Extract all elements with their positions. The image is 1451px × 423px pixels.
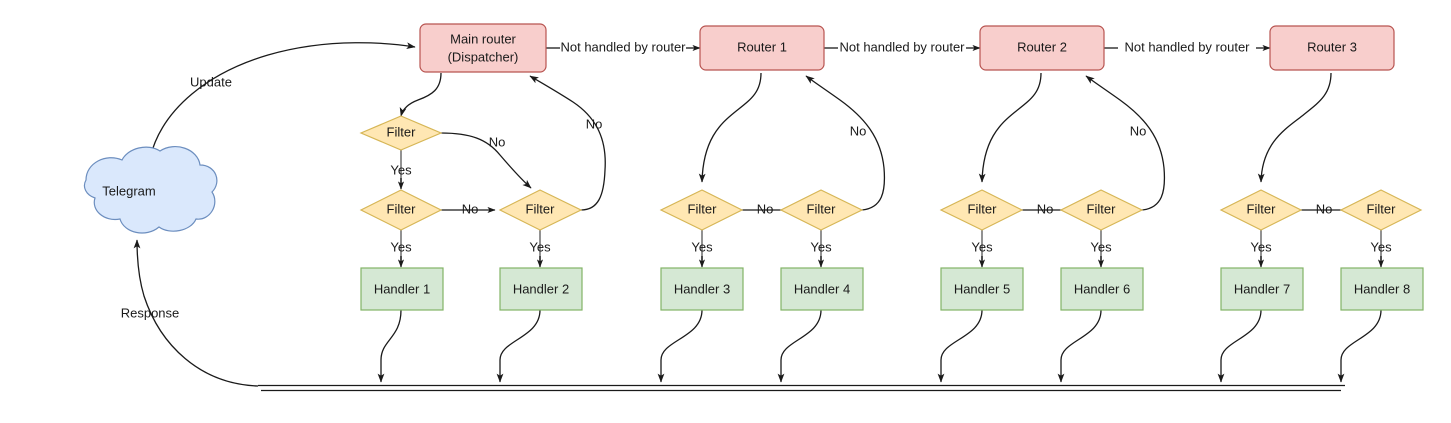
handler-5-label: Handler 5 — [954, 281, 1010, 296]
handler-1-label: Handler 1 — [374, 281, 430, 296]
edge-router2-to-filter — [978, 72, 1042, 183]
edge-handler2-to-bus — [496, 309, 541, 383]
edge-response — [133, 239, 259, 387]
router-1-label: Router 1 — [737, 39, 787, 54]
edge-label-yes-6: Yes — [971, 239, 993, 254]
edge-label-yes-2: Yes — [390, 239, 412, 254]
handler-8-label: Handler 8 — [1354, 281, 1410, 296]
handler-2-label: Handler 2 — [513, 281, 569, 296]
handler-1-node[interactable]: Handler 1 — [360, 267, 444, 311]
handler-8-node[interactable]: Handler 8 — [1340, 267, 1424, 311]
handler-5-node[interactable]: Handler 5 — [940, 267, 1024, 311]
edge-label-yes-3: Yes — [529, 239, 551, 254]
telegram-cloud: Telegram — [83, 146, 218, 234]
edge-label-no-r3-a: No — [1316, 201, 1333, 216]
handler-6-label: Handler 6 — [1074, 281, 1130, 296]
edge-label-no-main-a: No — [489, 134, 506, 149]
filter-2-label: Filter — [807, 201, 837, 216]
edge-router3-to-filter — [1257, 72, 1332, 183]
main-router-node[interactable]: Main router (Dispatcher) — [419, 23, 547, 73]
edge-label-yes-5: Yes — [810, 239, 832, 254]
edge-label-no-r1-a: No — [757, 201, 774, 216]
filter-1-label: Filter — [688, 201, 718, 216]
edge-handler5-to-bus — [937, 309, 983, 383]
filter-b-label: Filter — [387, 201, 417, 216]
edge-handler8-to-bus — [1337, 309, 1382, 383]
filter-5-label: Filter — [1247, 201, 1277, 216]
router-3-label: Router 3 — [1307, 39, 1357, 54]
handler-2-node[interactable]: Handler 2 — [499, 267, 583, 311]
edge-handler3-to-bus — [657, 309, 703, 383]
edge-handler7-to-bus — [1217, 309, 1262, 383]
filter-4-node[interactable]: Filter — [1059, 189, 1144, 231]
edge-router2-filter-back — [1085, 75, 1166, 211]
filter-5-node[interactable]: Filter — [1219, 189, 1303, 231]
edge-label-yes-8: Yes — [1250, 239, 1272, 254]
filter-c-label: Filter — [526, 201, 556, 216]
handler-4-label: Handler 4 — [794, 281, 850, 296]
filter-4-label: Filter — [1087, 201, 1117, 216]
edge-handler4-to-bus — [777, 309, 822, 383]
edge-label-no-main-b: No — [586, 116, 603, 131]
edge-update — [149, 42, 416, 159]
edge-label-yes-7: Yes — [1090, 239, 1112, 254]
edge-handler6-to-bus — [1057, 309, 1102, 383]
filter-3-node[interactable]: Filter — [939, 189, 1024, 231]
filter-1-node[interactable]: Filter — [659, 189, 744, 231]
edge-label-response: Response — [121, 305, 180, 320]
edge-mainrouter-to-filter-a — [399, 72, 442, 117]
edge-label-no-r2-a: No — [1037, 201, 1054, 216]
handler-3-node[interactable]: Handler 3 — [660, 267, 744, 311]
handler-7-node[interactable]: Handler 7 — [1220, 267, 1304, 311]
edge-router1-filter-back — [805, 75, 886, 211]
edge-label-update: Update — [190, 74, 232, 89]
edge-label-no-main-c: No — [462, 201, 479, 216]
edge-router1-to-filter — [698, 72, 762, 183]
filter-3-label: Filter — [968, 201, 998, 216]
main-router-label-line2: (Dispatcher) — [448, 49, 519, 64]
router-1-node[interactable]: Router 1 — [699, 25, 825, 71]
edge-label-yes-9: Yes — [1370, 239, 1392, 254]
handler-7-label: Handler 7 — [1234, 281, 1290, 296]
filter-c-node[interactable]: Filter — [498, 189, 583, 231]
filter-6-label: Filter — [1367, 201, 1397, 216]
handler-6-node[interactable]: Handler 6 — [1060, 267, 1144, 311]
edge-filter-a-no — [440, 132, 532, 189]
edge-filter-row2-no-back — [529, 75, 606, 211]
edge-label-not-handled-1: Not handled by router — [560, 39, 686, 54]
filter-6-node[interactable]: Filter — [1339, 189, 1423, 231]
telegram-label: Telegram — [102, 183, 155, 198]
edge-label-yes-4: Yes — [691, 239, 713, 254]
filter-2-node[interactable]: Filter — [779, 189, 864, 231]
edge-label-not-handled-2: Not handled by router — [839, 39, 965, 54]
handler-4-node[interactable]: Handler 4 — [780, 267, 864, 311]
router-3-node[interactable]: Router 3 — [1269, 25, 1395, 71]
main-router-label-line1: Main router — [450, 31, 516, 46]
filter-a-node[interactable]: Filter — [359, 115, 443, 151]
edge-label-not-handled-3: Not handled by router — [1124, 39, 1250, 54]
edge-label-no-r2-b: No — [1130, 123, 1147, 138]
filter-a-label: Filter — [387, 124, 417, 139]
edge-handler1-to-bus — [377, 309, 402, 383]
response-bus — [258, 384, 1345, 392]
filter-b-node[interactable]: Filter — [359, 189, 443, 231]
router-2-label: Router 2 — [1017, 39, 1067, 54]
handler-3-label: Handler 3 — [674, 281, 730, 296]
edge-label-no-r1-b: No — [850, 123, 867, 138]
router-2-node[interactable]: Router 2 — [979, 25, 1105, 71]
edge-label-yes-1: Yes — [390, 162, 412, 177]
